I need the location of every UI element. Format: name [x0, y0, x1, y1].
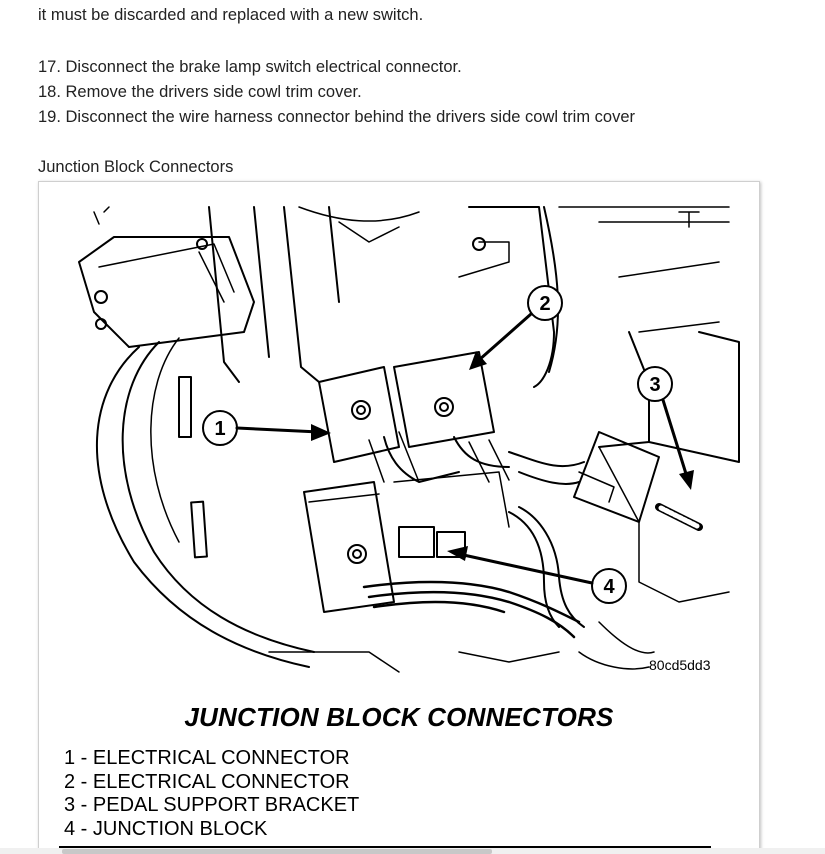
callout-2-label: 2	[539, 293, 550, 315]
legend-item: 1 - ELECTRICAL CONNECTOR	[64, 747, 350, 769]
callout-2-circle	[527, 285, 563, 321]
junction-block-figure: 1 2 3 4 80cd5dd3 JUNCTION BLOCK CONNECTO…	[38, 181, 760, 854]
step-18-text: 18. Remove the drivers side cowl trim co…	[38, 83, 362, 101]
figure-title: JUNCTION BLOCK CONNECTORS	[184, 702, 614, 732]
legend-item: 3 - PEDAL SUPPORT BRACKET	[64, 794, 360, 816]
callout-1-label: 1	[214, 418, 225, 440]
step-continuation-text: it must be discarded and replaced with a…	[38, 6, 424, 24]
figure-code: 80cd5dd3	[649, 657, 711, 673]
callout-4-label: 4	[603, 576, 615, 598]
callout-4-circle	[591, 568, 627, 604]
junction-block-illustration: 1 2 3 4	[78, 206, 740, 673]
figure-divider	[59, 846, 711, 848]
callout-3-circle	[637, 366, 673, 402]
scrollbar-thumb[interactable]	[62, 849, 492, 854]
callout-3-label: 3	[649, 374, 660, 396]
legend-item: 4 - JUNCTION BLOCK	[64, 817, 268, 840]
step-19-text: 19. Disconnect the wire harness connecto…	[38, 108, 636, 126]
section-heading: Junction Block Connectors	[38, 158, 234, 176]
figure-legend: 1 - ELECTRICAL CONNECTOR 2 - ELECTRICAL …	[64, 747, 359, 841]
legend-item: 2 - ELECTRICAL CONNECTOR	[64, 770, 350, 793]
step-17-text: 17. Disconnect the brake lamp switch ele…	[38, 58, 462, 76]
